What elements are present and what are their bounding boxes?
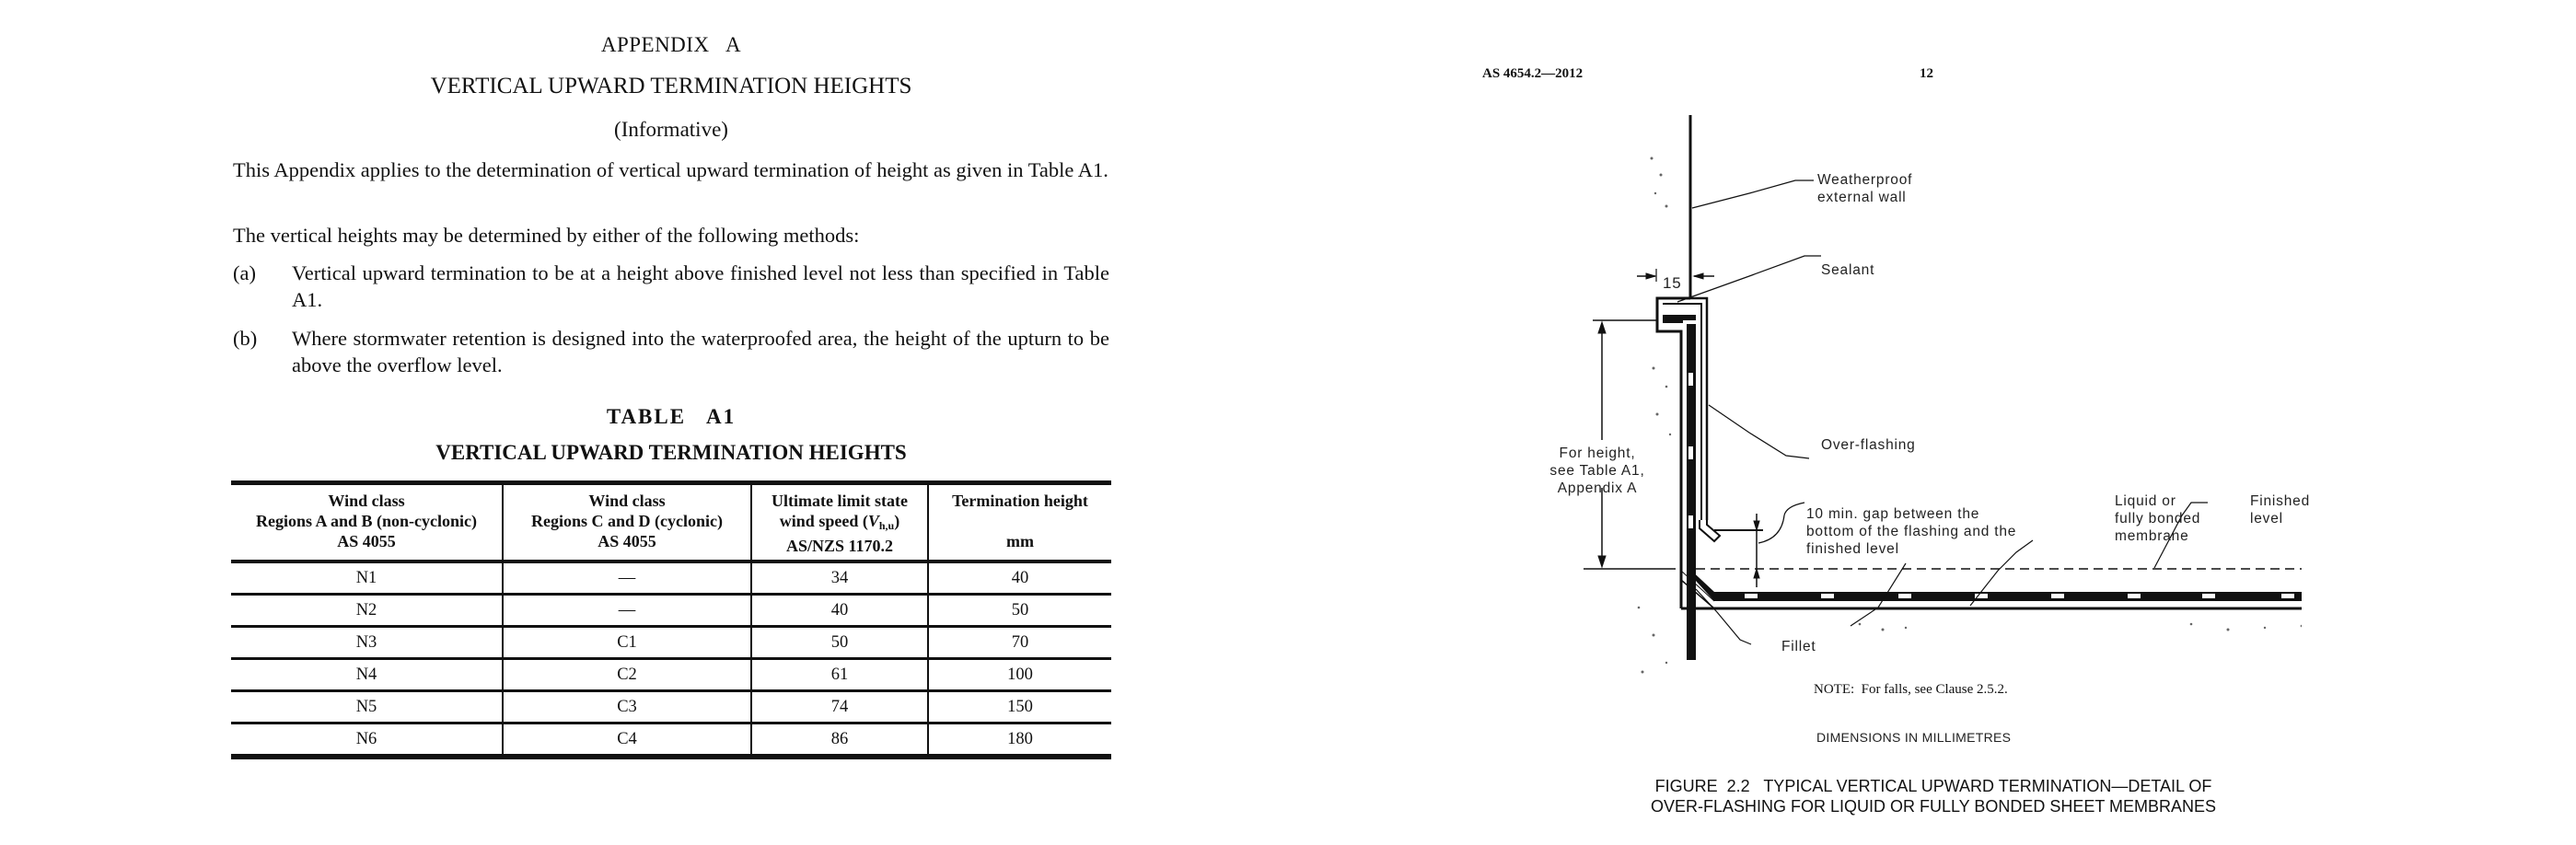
dimension-15: 15 <box>1663 274 1682 292</box>
table-header-row: Wind class Regions A and B (non-cyclonic… <box>231 480 1111 563</box>
header-line: AS/NZS 1170.2 <box>785 537 894 555</box>
table-label: TABLE A1 <box>606 405 737 428</box>
figure-note: NOTE: For falls, see Clause 2.5.2. <box>1814 682 2008 697</box>
label-line: Finished <box>2250 493 2310 509</box>
table-cell: — <box>502 594 751 628</box>
table-title: VERTICAL UPWARD TERMINATION HEIGHTS <box>435 441 907 464</box>
label-membrane: Liquid or fully bonded membrane <box>2115 492 2200 545</box>
figure-caption: FIGURE 2.2 TYPICAL VERTICAL UPWARD TERMI… <box>1593 776 2274 816</box>
termination-heights-table: Wind class Regions A and B (non-cyclonic… <box>231 480 1111 759</box>
header-line: Termination height <box>952 492 1088 510</box>
caption-line: OVER-FLASHING FOR LIQUID OR FULLY BONDED… <box>1650 797 2217 816</box>
table-cell: — <box>502 561 751 596</box>
label-line: fully bonded <box>2115 511 2201 527</box>
label-line: external wall <box>1817 190 1907 205</box>
intro-paragraph: This Appendix applies to the determinati… <box>233 158 1108 181</box>
document-id: AS 4654.2—2012 <box>1482 66 1584 81</box>
table-cell: 150 <box>927 690 1111 724</box>
header-wind-speed: Ultimate limit state wind speed (Vh,u) A… <box>750 480 928 563</box>
label-line: 10 min. gap between the <box>1806 506 1980 522</box>
label-weatherproof-wall: Weatherproof external wall <box>1817 171 1912 206</box>
header-line: Wind class <box>328 492 405 510</box>
label-line: bottom of the flashing and the <box>1806 524 2017 539</box>
header-line: Ultimate limit state <box>772 492 908 510</box>
appendix-title: VERTICAL UPWARD TERMINATION HEIGHTS <box>430 74 912 98</box>
header-line: Regions C and D (cyclonic) <box>531 512 723 530</box>
table-cell: N2 <box>231 594 503 628</box>
caption-line: FIGURE 2.2 TYPICAL VERTICAL UPWARD TERMI… <box>1654 777 2212 795</box>
table-cell: C3 <box>502 690 751 724</box>
table-cell: 40 <box>750 594 928 628</box>
header-wind-class-cd: Wind class Regions C and D (cyclonic) AS… <box>502 480 751 563</box>
list-item-label: (b) <box>233 327 258 350</box>
header-text: wind speed ( <box>779 512 868 530</box>
page-number: 12 <box>1920 66 1933 81</box>
table-cell: C2 <box>502 658 751 692</box>
label-line: finished level <box>1806 541 1899 557</box>
table-row: N2 — 40 50 <box>231 594 1111 628</box>
label-line: For height, <box>1559 446 1636 461</box>
label-fillet: Fillet <box>1781 639 1816 654</box>
label-line: level <box>2250 511 2283 527</box>
table-cell: 50 <box>750 626 928 660</box>
header-line: wind speed (Vh,u) <box>754 511 925 536</box>
table-cell: C1 <box>502 626 751 660</box>
label-line: Weatherproof <box>1817 172 1913 188</box>
table-cell: N6 <box>231 723 503 759</box>
header-text: ) <box>894 512 900 530</box>
header-wind-class-ab: Wind class Regions A and B (non-cyclonic… <box>231 480 503 563</box>
table-cell: 40 <box>927 561 1111 596</box>
table-cell: C4 <box>502 723 751 759</box>
header-line: AS 4055 <box>598 532 656 550</box>
label-over-flashing: Over-flashing <box>1821 437 1916 453</box>
table-row: N6 C4 86 180 <box>231 723 1111 759</box>
label-line: Liquid or <box>2115 493 2176 509</box>
table-cell: 50 <box>927 594 1111 628</box>
variable-symbol: V <box>867 512 879 530</box>
table-cell: 100 <box>927 658 1111 692</box>
methods-paragraph: The vertical heights may be determined b… <box>233 224 860 247</box>
table-cell: 180 <box>927 723 1111 759</box>
termination-detail-diagram <box>1584 115 2302 674</box>
appendix-subtitle: (Informative) <box>614 118 728 141</box>
table-cell: 74 <box>750 690 928 724</box>
label-height-note: For height, see Table A1, Appendix A <box>1528 445 1666 497</box>
header-line: mm <box>1006 532 1034 550</box>
table-cell: 70 <box>927 626 1111 660</box>
header-line: Wind class <box>588 492 666 510</box>
table-row: N1 — 34 40 <box>231 561 1111 596</box>
header-line: AS 4055 <box>337 532 396 550</box>
table-cell: 61 <box>750 658 928 692</box>
label-finished-level: Finished level <box>2250 492 2310 527</box>
table-cell: 86 <box>750 723 928 759</box>
label-gap-note: 10 min. gap between the bottom of the fl… <box>1806 505 2016 558</box>
table-cell: N4 <box>231 658 503 692</box>
label-line: see Table A1, <box>1549 463 1645 479</box>
label-sealant: Sealant <box>1821 262 1875 278</box>
list-item-text: Vertical upward termination to be at a h… <box>292 261 1109 311</box>
list-item-label: (a) <box>233 261 256 284</box>
header-line: Regions A and B (non-cyclonic) <box>255 512 478 530</box>
list-item-text: Where stormwater retention is designed i… <box>292 327 1109 376</box>
table-cell: N1 <box>231 561 503 596</box>
header-termination-height: Termination height mm <box>927 480 1111 563</box>
table-row: N3 C1 50 70 <box>231 626 1111 660</box>
header-line <box>931 511 1109 531</box>
appendix-label: APPENDIX A <box>600 33 742 56</box>
table-row: N5 C3 74 150 <box>231 690 1111 724</box>
table-cell: 34 <box>750 561 928 596</box>
table-cell: N5 <box>231 690 503 724</box>
table-cell: N3 <box>231 626 503 660</box>
label-line: membrane <box>2115 528 2189 544</box>
variable-subscript: h,u <box>878 519 895 532</box>
table-row: N4 C2 61 100 <box>231 658 1111 692</box>
label-line: Appendix A <box>1557 480 1638 496</box>
dimensions-note: DIMENSIONS IN MILLIMETRES <box>1816 730 2012 745</box>
